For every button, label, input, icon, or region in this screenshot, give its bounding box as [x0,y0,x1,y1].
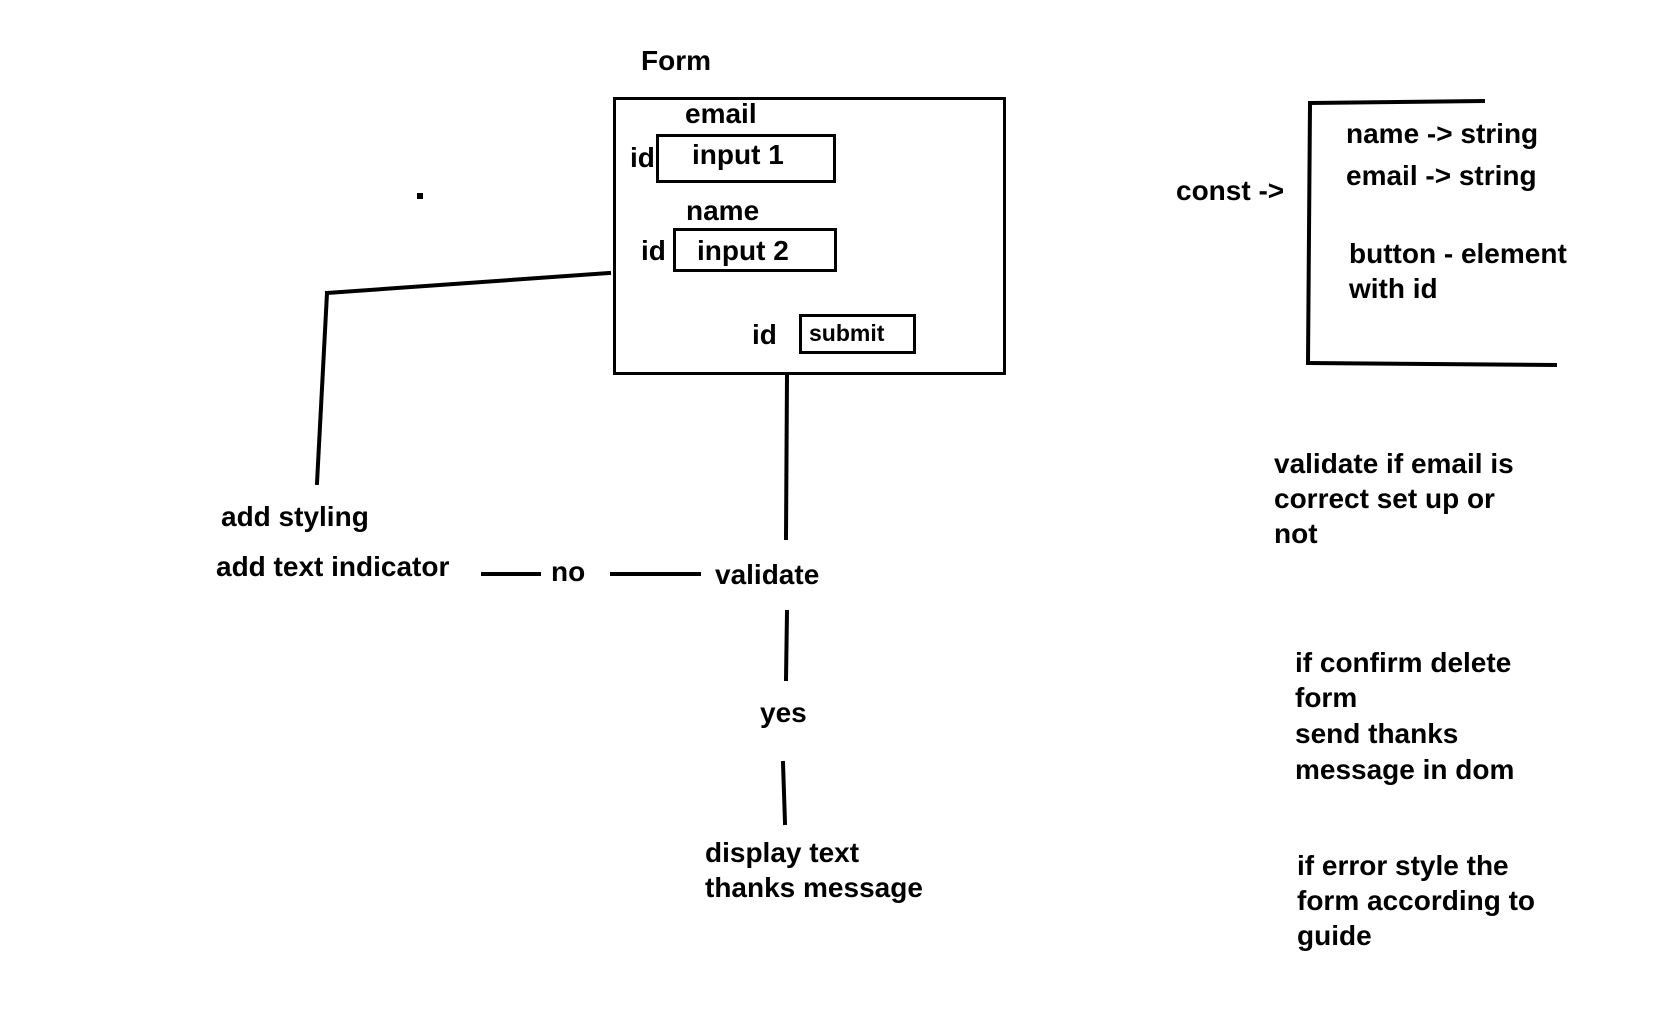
note-confirm-line-1: if confirm delete [1295,647,1512,678]
form-title: Form [641,45,711,76]
no-label: no [551,556,586,587]
add-text-indicator-text: add text indicator [216,551,450,582]
const-line-1: name -> string [1346,118,1539,149]
yes-to-display-line [780,760,788,826]
styling-connector-a [324,270,612,296]
thanks-message-label: thanks message [705,872,923,903]
display-text-label: display text [705,837,860,868]
const-bracket-left [1305,100,1313,366]
yes-label: yes [760,697,807,728]
note-confirm-line-4: message in dom [1295,754,1515,785]
note-error-line-3: guide [1297,920,1372,951]
email-label: email [685,98,757,129]
const-label: const -> [1176,175,1285,206]
note-confirm-line-3: send thanks [1295,718,1459,749]
const-line-4: with id [1349,273,1438,304]
submit-text: submit [809,320,885,346]
input1-box [656,134,836,183]
input2-text: input 2 [697,235,789,266]
input2-id-label: id [641,235,666,266]
stray-dot [417,193,423,199]
styling-connector-b [314,290,330,486]
add-styling-text: add styling [221,501,369,532]
input2-box [673,228,837,272]
submit-box [799,314,916,354]
const-bracket-top [1307,98,1486,106]
const-bracket-bottom [1305,360,1558,368]
input1-id-label: id [630,142,655,173]
input1-text: input 1 [692,139,784,170]
note-error-line-1: if error style the [1297,850,1509,881]
const-line-3: button - element [1349,238,1567,269]
validate-label: validate [715,559,820,590]
form-to-validate-line [783,372,790,541]
note-confirm-line-2: form [1295,682,1358,713]
submit-id-label: id [752,319,777,350]
name-label: name [686,195,760,226]
note-validate-line-1: validate if email is [1274,448,1514,479]
note-validate-line-3: not [1274,518,1318,549]
form-box [613,97,1006,375]
note-error-line-2: form according to [1297,885,1536,916]
validate-to-yes-line [783,609,790,682]
const-line-2: email -> string [1346,160,1537,191]
note-validate-line-2: correct set up or [1274,483,1495,514]
